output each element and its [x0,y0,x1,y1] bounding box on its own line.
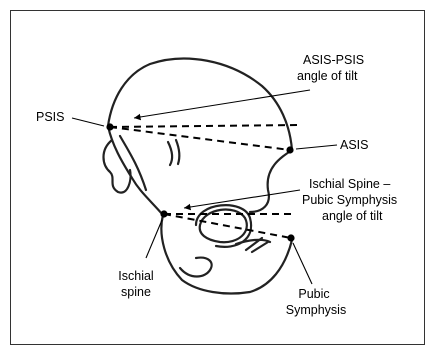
ischial-pubic-label-line2: Pubic Symphysis [302,193,397,207]
asis-point [286,146,293,153]
ischial-pubic-dashed-line [164,214,291,238]
pubic-symphysis-label-line2: Symphysis [286,303,346,317]
ischial-pubic-label-line1: Ischial Spine – [309,177,390,191]
ischial-spine-label-line1: Ischial [118,269,153,283]
pubic-symphysis-arrow [293,243,312,284]
ischial-pubic-label-line3: angle of tilt [322,209,383,223]
asis-psis-label-line1: ASIS-PSIS [303,53,364,67]
pubic-ramus-lines [236,238,270,252]
ischial-tuberosity-curve [180,258,212,277]
asis-arrow [296,145,337,149]
ischial-spine-point [160,210,167,217]
psis-horizontal-dashed-line [110,125,300,127]
anterior-border-outline [250,150,292,212]
ischial-spine-label-line2: spine [121,285,151,299]
pubic-symphysis-point [287,234,294,241]
asis-psis-dashed-line [110,127,290,150]
psis-point [106,123,113,130]
asis-psis-label-line2: angle of tilt [297,69,358,83]
iliac-crest-outline [108,59,292,150]
pubic-symphysis-label-line1: Pubic [298,287,329,301]
psis-label: PSIS [36,110,65,124]
asis-label: ASIS [340,138,369,152]
ischial-pubic-angle-arrow [184,190,300,208]
ischial-spine-arrow [146,220,162,258]
posterior-border-outline [108,126,163,215]
sacral-lines [168,140,179,165]
psis-arrow [72,118,104,126]
